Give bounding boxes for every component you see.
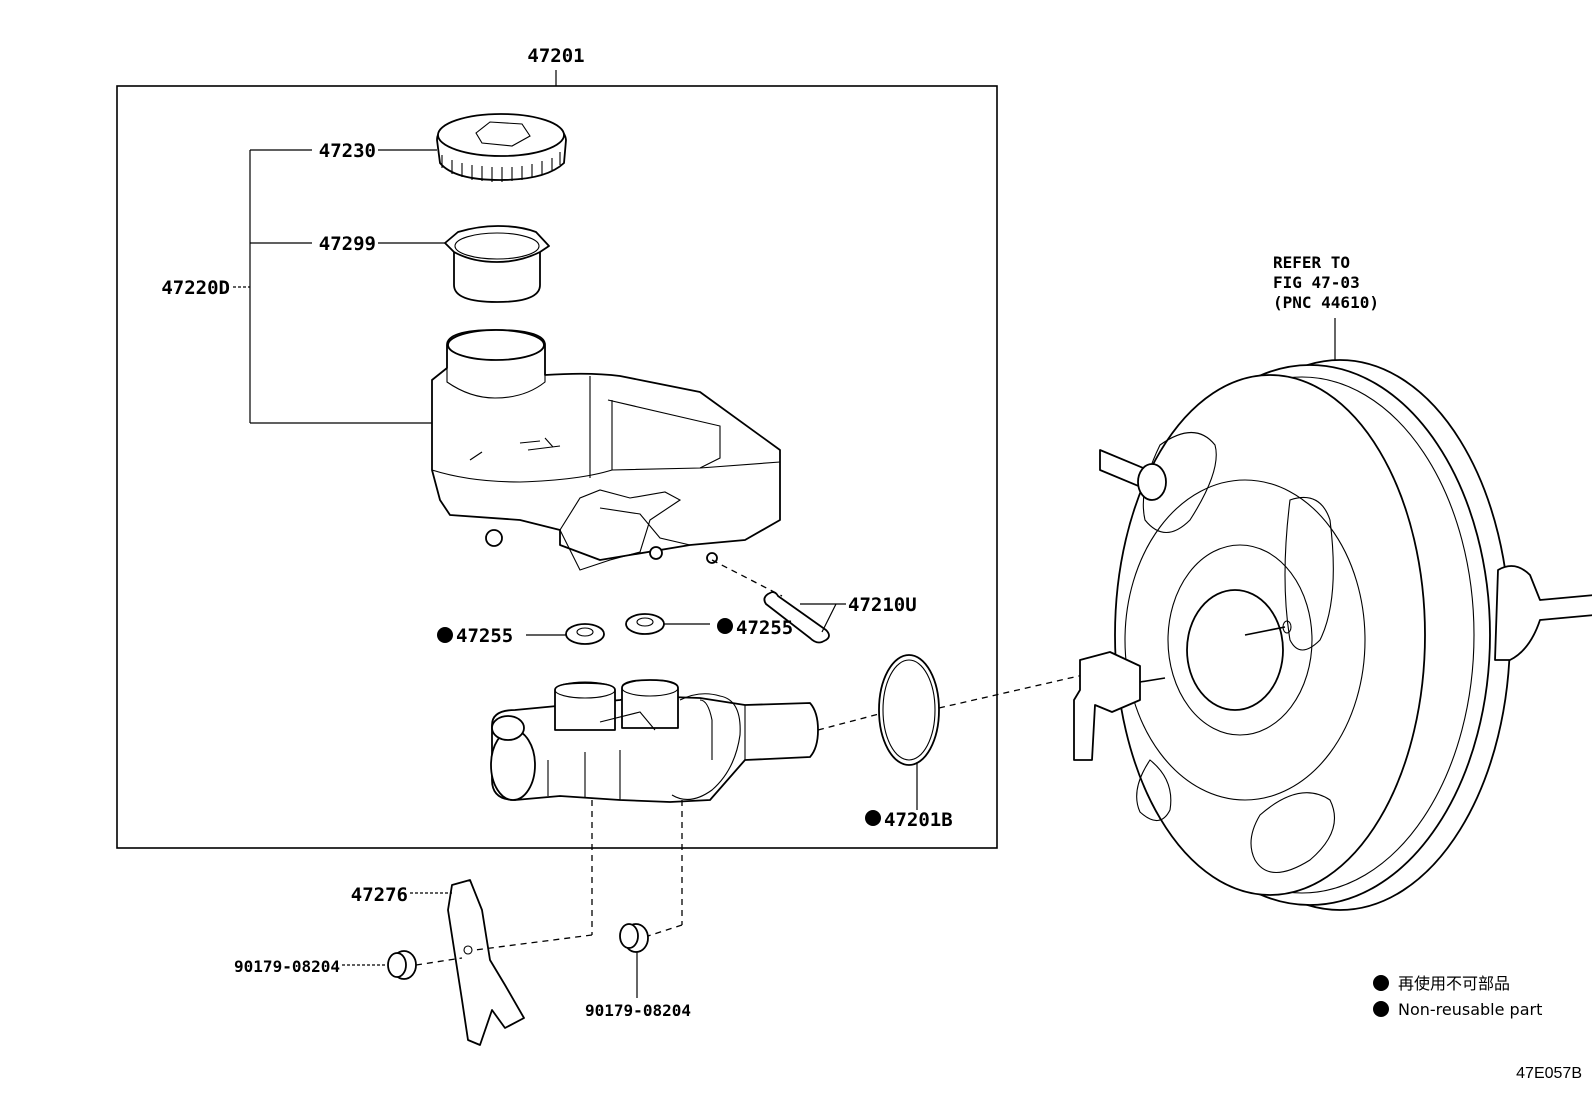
label-refer-line2: FIG 47-03 [1273,273,1360,292]
label-pin: 47210U [848,594,917,616]
legend-jp: 再使用不可部品 [1398,974,1510,993]
figure-code: 47E057B [1516,1065,1582,1082]
label-grommet-left: 47255 [456,625,513,647]
label-cap: 47230 [319,140,376,162]
label-grommet-right: 47255 [736,617,793,639]
reservoir-group-bracket [233,149,435,424]
label-assembly: 47201 [527,45,584,67]
nut-left [342,950,463,980]
reservoir-pin [711,559,846,644]
legend: 再使用不可部品 Non-reusable part [1373,974,1542,1019]
grommet-left [437,623,605,645]
brake-booster [1073,318,1592,911]
nut-bottom [619,800,683,998]
label-refer-line1: REFER TO [1273,253,1350,272]
label-refer-line3: (PNC 44610) [1273,293,1379,312]
reservoir-strainer [378,225,550,303]
label-oring: 47201B [884,809,953,831]
reservoir-cap [378,113,567,182]
master-cylinder-body [490,679,819,803]
grommet-right [625,613,733,635]
oring [817,654,1106,826]
legend-en: Non-reusable part [1398,1000,1542,1019]
label-nut-left: 90179-08204 [234,957,340,976]
mounting-bracket [410,800,593,1046]
label-strainer: 47299 [319,233,376,255]
legend-dot-jp [1373,975,1389,991]
label-nut-bottom: 90179-08204 [585,1001,691,1020]
legend-dot-en [1373,1001,1389,1017]
assembly-frame [116,70,998,849]
label-bracket: 47276 [351,884,408,906]
reservoir-tank [431,329,781,571]
label-reservoir-group: 47220D [161,277,230,299]
